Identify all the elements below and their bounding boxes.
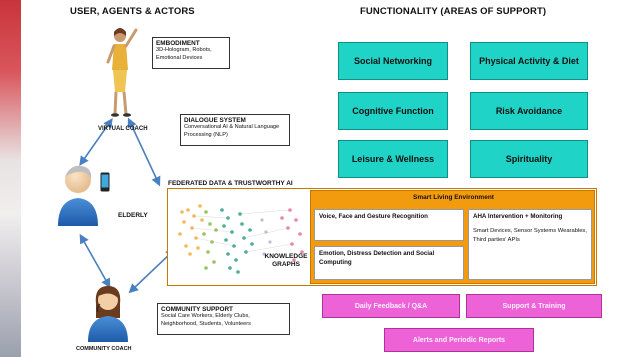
dialogue-desc: Conversational AI & Natural Language Pro… (184, 124, 280, 138)
function-social-networking: Social Networking (338, 42, 448, 80)
smart-living-title: Smart Living Environment (413, 194, 494, 201)
left-heading: USER, AGENTS & ACTORS (70, 6, 195, 17)
background-photo-strip (0, 0, 21, 357)
aha-intervention-box: AHA Intervention + Monitoring Smart Devi… (468, 209, 592, 280)
voice-recognition-box: Voice, Face and Gesture Recognition (314, 209, 464, 241)
knowledge-graphs-label: KNOWLEDGE GRAPHS (264, 253, 308, 269)
arrow-elderly-community (79, 233, 111, 289)
community-coach-avatar-icon (88, 286, 128, 342)
dialogue-title: DIALOGUE SYSTEM (184, 117, 246, 124)
function-cognitive: Cognitive Function (338, 92, 448, 130)
arrow-coach-elderly (79, 118, 113, 166)
emotion-detection-box: Emotion, Distress Detection and Social C… (314, 246, 464, 280)
federated-title: FEDERATED DATA & TRUSTWORTHY AI (168, 180, 293, 187)
virtual-coach-label: VIRTUAL COACH (98, 126, 148, 132)
right-heading: FUNCTIONALITY (AREAS OF SUPPORT) (360, 6, 547, 17)
elderly-label: ELDERLY (118, 212, 148, 219)
function-spirituality: Spirituality (470, 140, 588, 178)
phone-icon (100, 172, 110, 192)
emotion-detection-text: Emotion, Distress Detection and Social C… (319, 250, 435, 266)
daily-feedback-box: Daily Feedback / Q&A (322, 294, 460, 318)
community-support-box: COMMUNITY SUPPORT Social Care Workers, E… (157, 303, 290, 335)
knowledge-graph-visual (178, 204, 304, 274)
embodiment-title: EMBODIMENT (156, 40, 200, 47)
function-risk-avoidance: Risk Avoidance (470, 92, 588, 130)
arrow-coach-federated (127, 117, 161, 187)
embodiment-box: EMBODIMENT 3D-Hologram, Robots, Emotiona… (152, 37, 230, 69)
support-training-box: Support & Training (466, 294, 602, 318)
embodiment-desc: 3D-Hologram, Robots, Emotional Devices (156, 47, 212, 61)
community-coach-label: COMMUNITY COACH (76, 346, 132, 352)
function-physical-activity: Physical Activity & Diet (470, 42, 588, 80)
virtual-coach-figure (106, 28, 138, 117)
arrow-community-federated (128, 248, 176, 294)
aha-title: AHA Intervention + Monitoring (473, 213, 563, 220)
voice-recognition-text: Voice, Face and Gesture Recognition (319, 213, 428, 220)
function-leisure: Leisure & Wellness (338, 140, 448, 178)
alerts-reports-box: Alerts and Periodic Reports (384, 328, 534, 352)
elderly-avatar-icon (58, 165, 98, 226)
community-title: COMMUNITY SUPPORT (161, 306, 233, 313)
community-desc: Social Care Workers, Elderly Clubs, Neig… (161, 313, 251, 327)
aha-desc: Smart Devices, Sensor Systems Wearables,… (473, 228, 587, 243)
dialogue-system-box: DIALOGUE SYSTEM Conversational AI & Natu… (180, 114, 290, 146)
